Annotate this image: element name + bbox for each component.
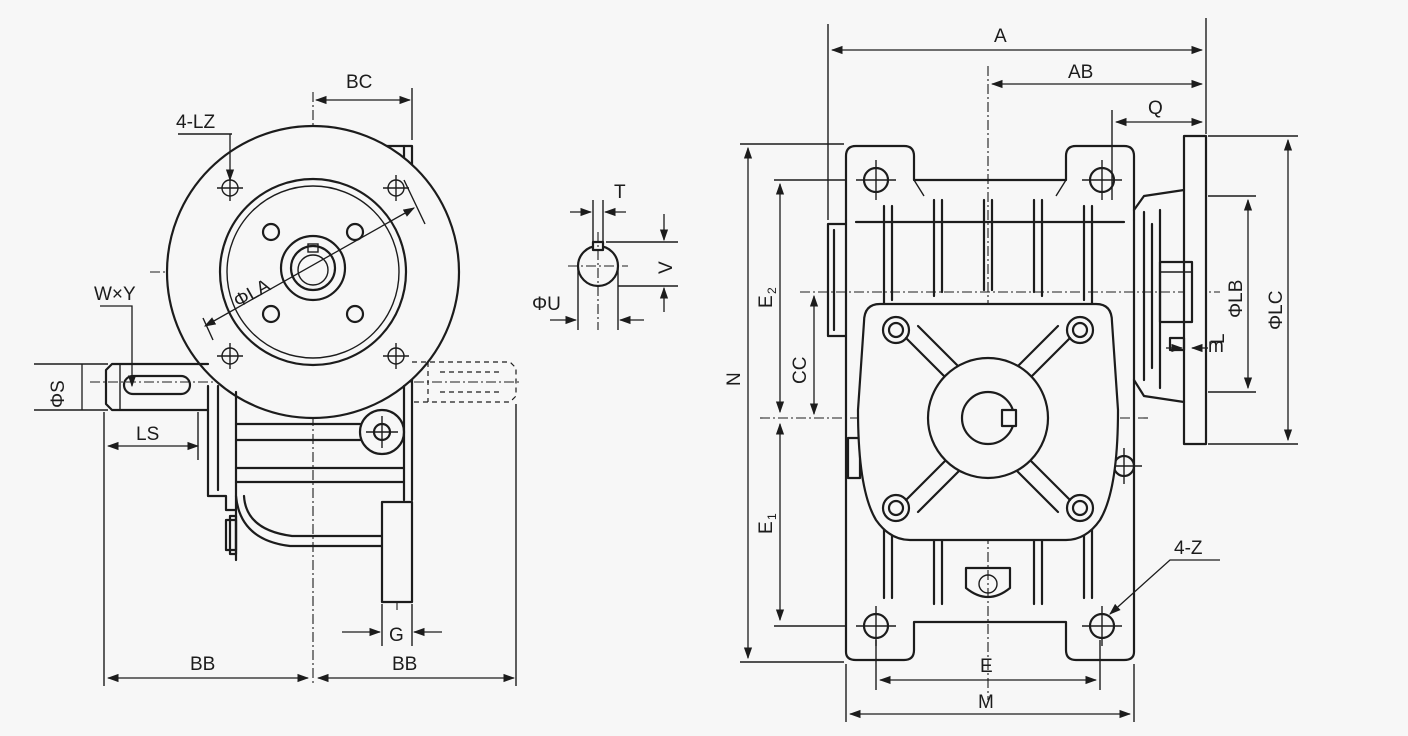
label-m: M	[978, 692, 994, 713]
label-e2: E	[756, 295, 777, 308]
input-shaft	[104, 362, 210, 412]
flange-outer-circle	[165, 124, 461, 420]
label-4-lz: 4-LZ	[176, 112, 215, 133]
label-ls: LS	[136, 424, 159, 445]
label-bb-left: BB	[190, 654, 215, 675]
hidden-shaft	[412, 361, 517, 403]
label-lm-sub: m	[1208, 336, 1224, 357]
label-phi-u: ΦU	[532, 294, 561, 315]
label-bb-right: BB	[392, 654, 417, 675]
label-e1: E	[756, 521, 777, 534]
front-view: A AB Q N E 2 CC E 1 ΦLB ΦLC L m 4-Z E M	[724, 18, 1298, 722]
cover-plate	[856, 302, 1120, 542]
housing-body	[206, 384, 414, 562]
bottom-feet	[844, 558, 1136, 662]
label-a: A	[994, 26, 1007, 47]
label-n: N	[724, 372, 745, 386]
label-bc: BC	[346, 72, 372, 93]
motor-flange	[1132, 134, 1208, 446]
label-g: G	[389, 625, 404, 646]
label-q: Q	[1148, 98, 1163, 119]
label-ab: AB	[1068, 62, 1093, 83]
label-phi-s: ΦS	[48, 380, 69, 408]
label-v: V	[656, 261, 677, 274]
side-view: BC 4-LZ ΦLA W×Y ΦS LS G BB BB	[34, 72, 520, 686]
shaft-section: T V ΦU	[532, 182, 678, 330]
label-e2-sub: 2	[765, 287, 779, 294]
label-t: T	[614, 182, 626, 203]
label-e1-sub: 1	[765, 513, 779, 520]
lz-bolt-holes	[217, 175, 409, 369]
label-e: E	[980, 656, 993, 677]
label-phi-lc: ΦLC	[1266, 291, 1287, 330]
foot-flange	[380, 500, 414, 604]
top-feet	[844, 144, 1136, 222]
label-lm: L	[1208, 333, 1229, 344]
label-4-z: 4-Z	[1174, 538, 1203, 559]
label-cc: CC	[790, 357, 811, 384]
label-wxy: W×Y	[94, 284, 136, 305]
label-phi-lb: ΦLB	[1226, 280, 1247, 318]
